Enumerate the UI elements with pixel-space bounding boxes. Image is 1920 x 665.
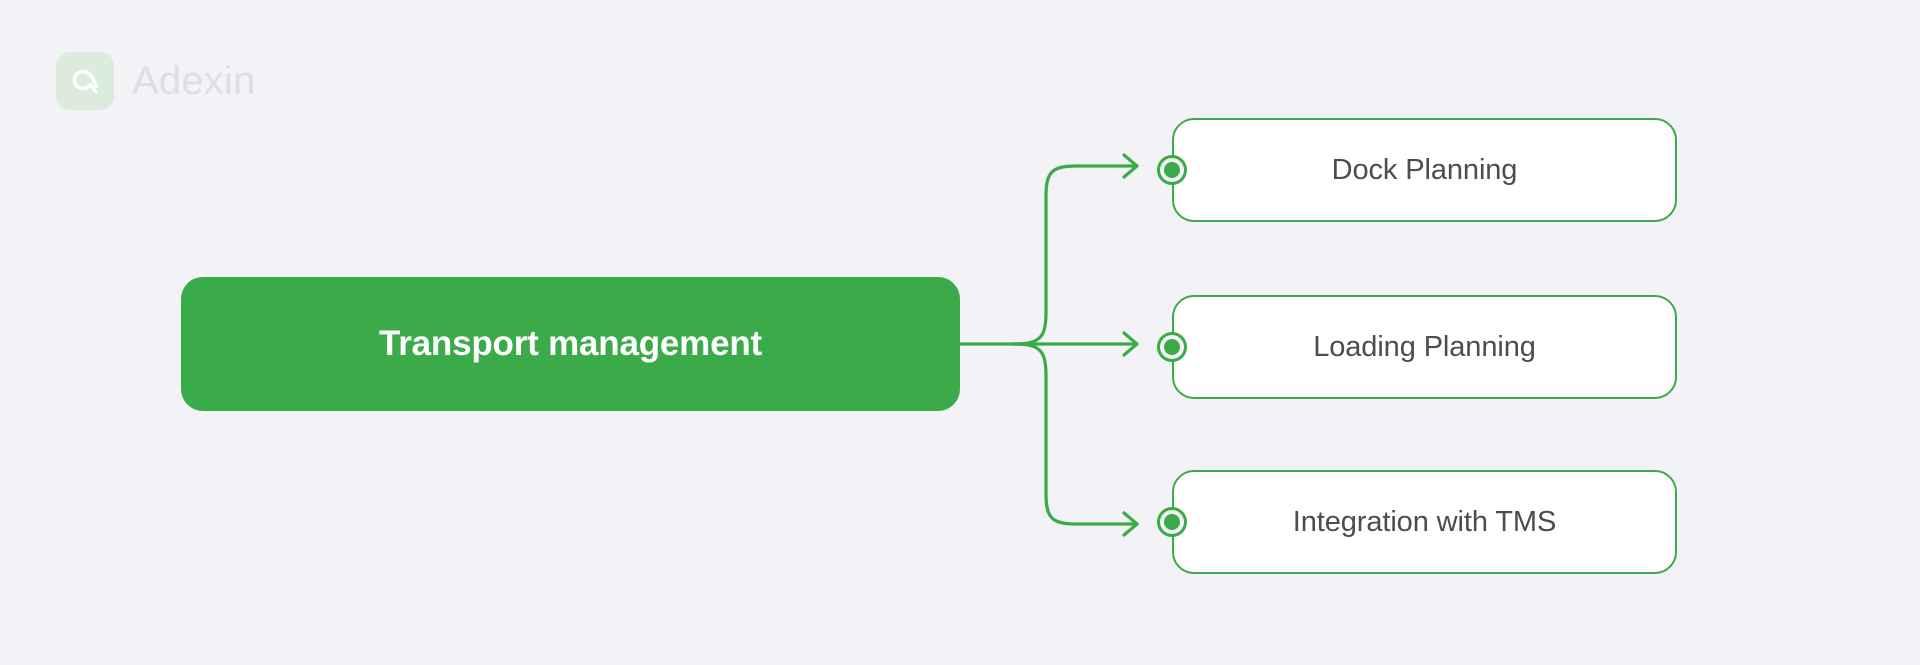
branch-card-loading-planning[interactable]: Loading Planning — [1172, 295, 1677, 399]
branch-card-label: Dock Planning — [1331, 153, 1518, 186]
connector-branch-2 — [1011, 342, 1139, 526]
brand-logo: Adexin — [56, 52, 256, 110]
brand-name: Adexin — [132, 59, 256, 103]
branch-card-integration-with-tms[interactable]: Integration with TMS — [1172, 470, 1677, 574]
branch-card-label: Loading Planning — [1313, 330, 1536, 363]
branch-node-dot-icon-1 — [1157, 332, 1187, 362]
branch-card-label: Integration with TMS — [1292, 505, 1557, 538]
arrow-right-icon-0 — [1122, 153, 1139, 179]
root-node-label: Transport management — [378, 323, 763, 363]
arrow-right-icon-1 — [1122, 331, 1139, 357]
branch-node-dot-icon-2 — [1157, 507, 1187, 537]
branch-node-dot-icon-0 — [1157, 155, 1187, 185]
adexin-logo-icon — [56, 52, 114, 110]
root-node-transport-management[interactable]: Transport management — [181, 277, 960, 411]
arrow-right-icon-2 — [1122, 511, 1139, 537]
connector-branch-0 — [1011, 164, 1139, 346]
branch-card-dock-planning[interactable]: Dock Planning — [1172, 118, 1677, 222]
